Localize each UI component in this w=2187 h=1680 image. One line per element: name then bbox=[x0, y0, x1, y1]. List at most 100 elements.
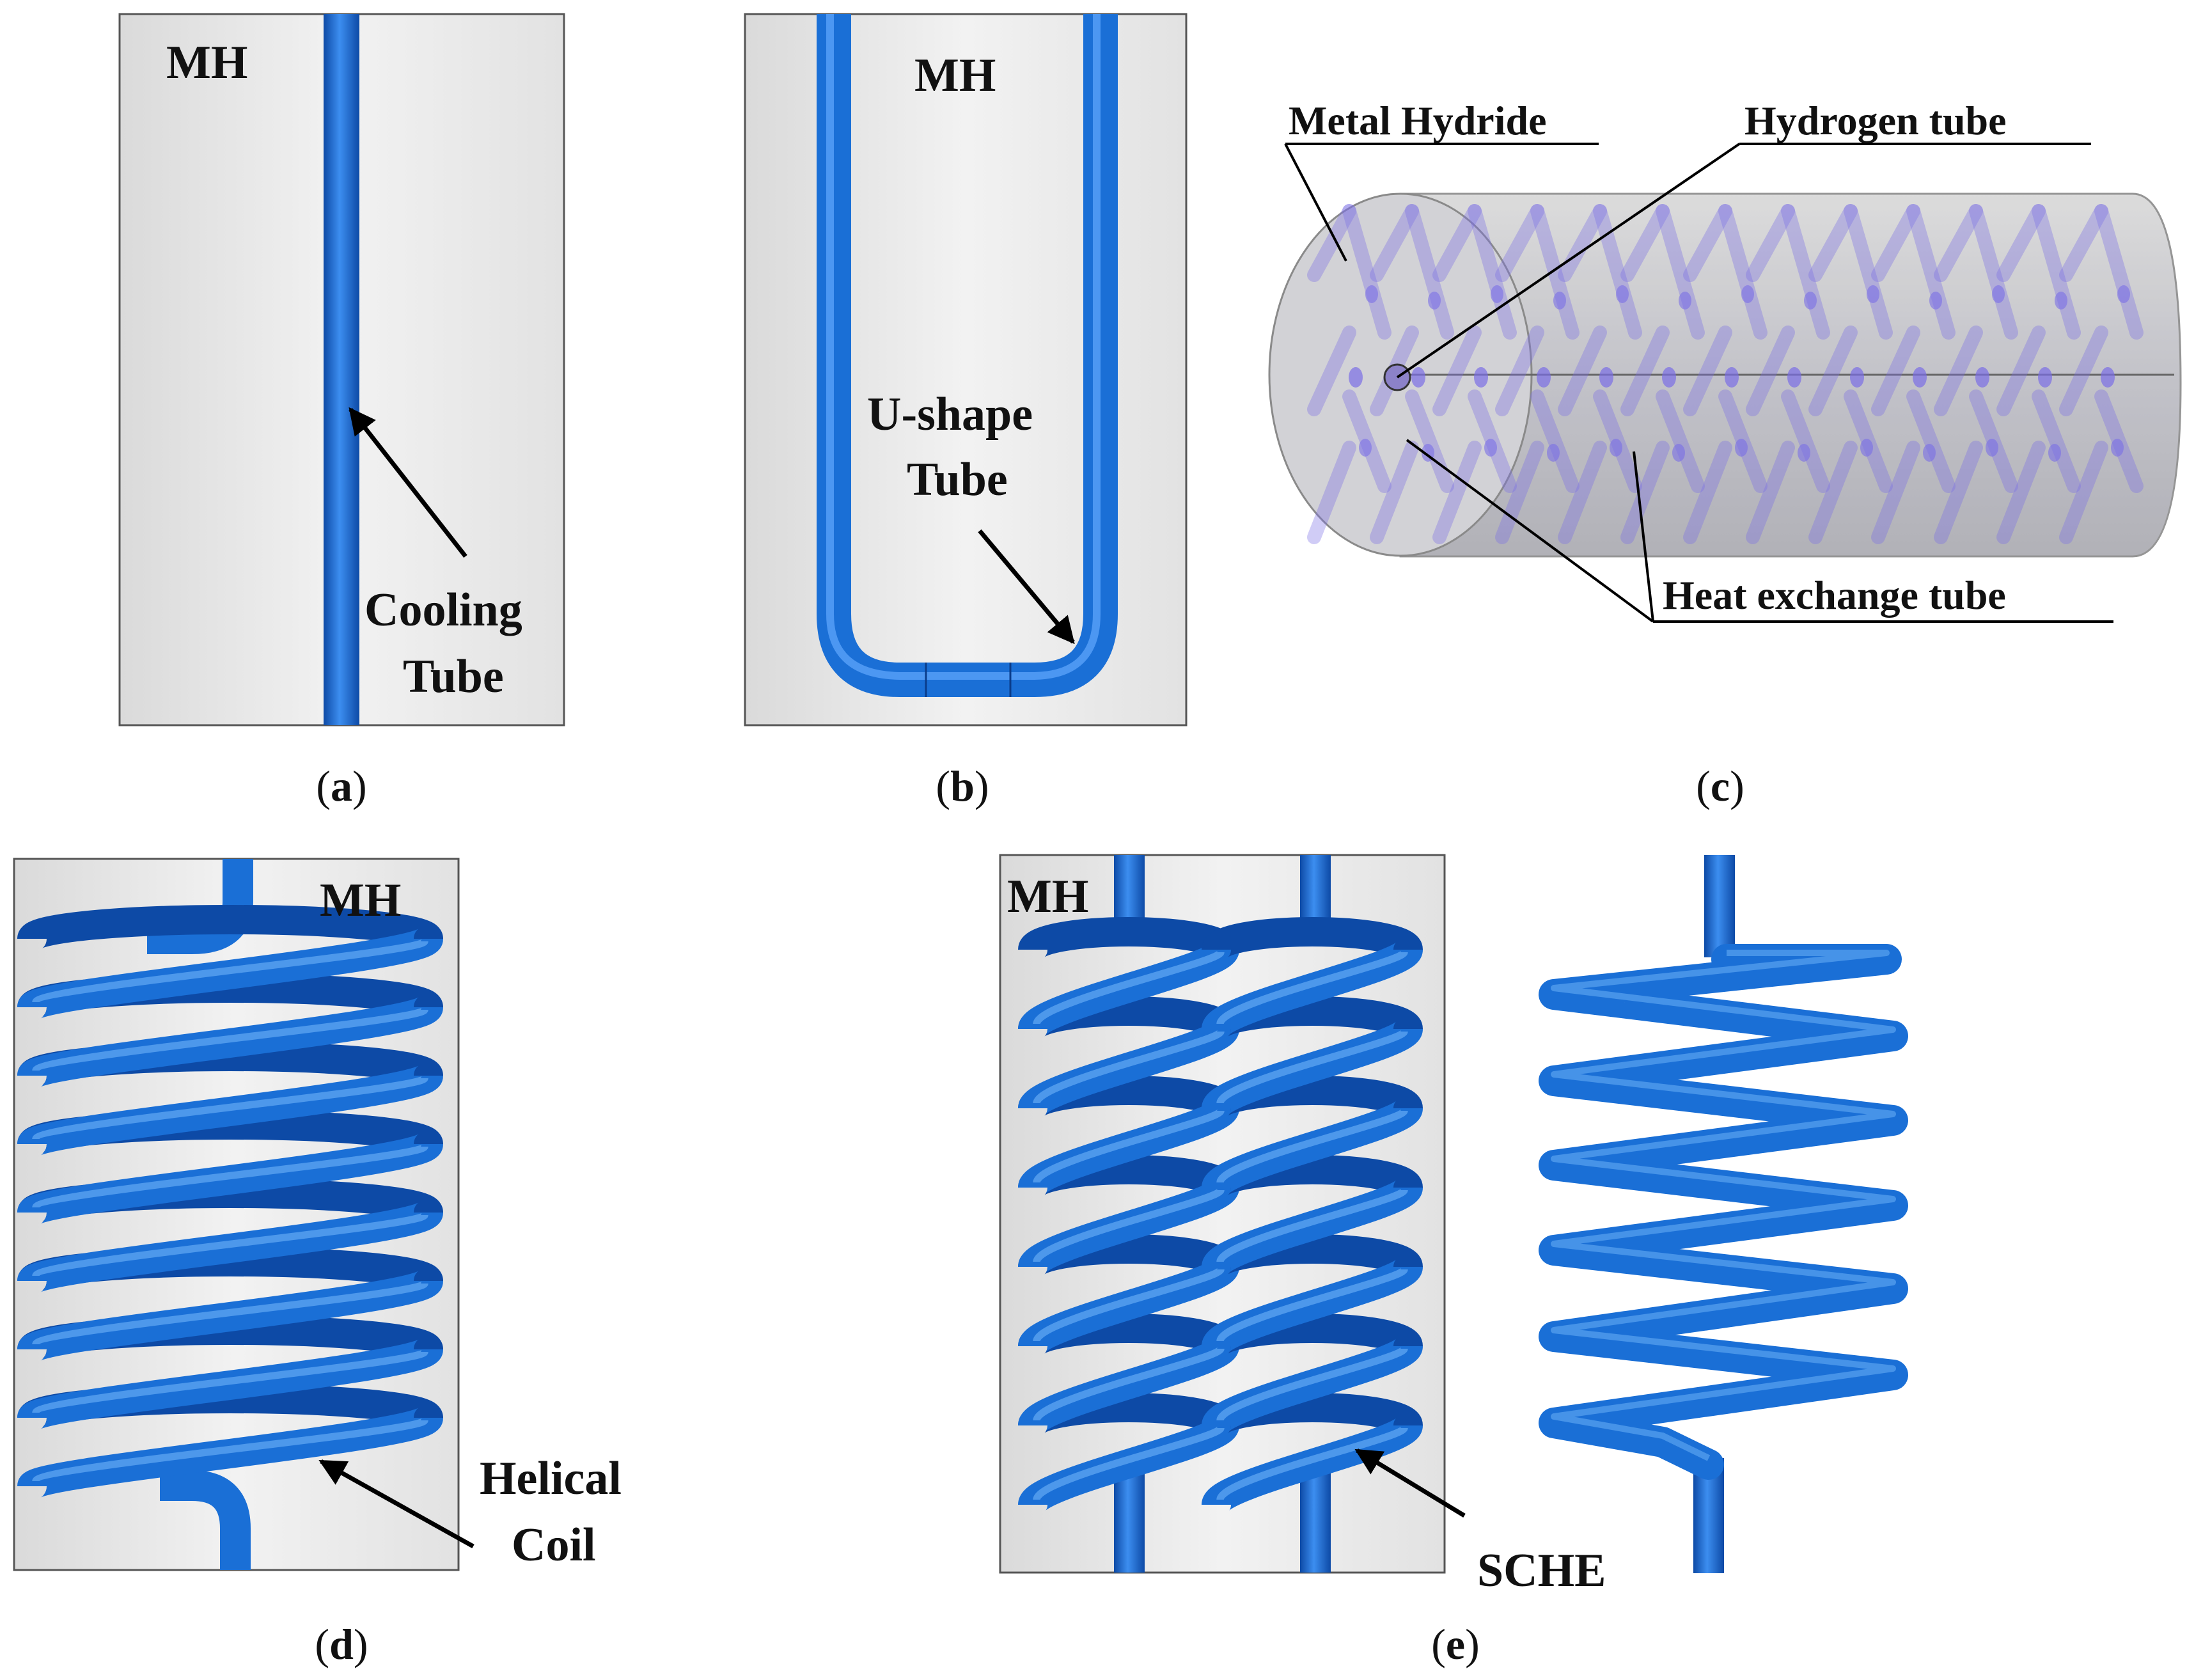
u-shape-tube-highlight bbox=[826, 14, 1101, 680]
heat-exchange-tube bbox=[1370, 204, 1419, 282]
tube-end bbox=[1850, 367, 1864, 388]
heat-exchange-tube-label: Heat exchange tube bbox=[1663, 572, 2006, 618]
coil-highlight bbox=[32, 938, 428, 1006]
callout-line-1: Cooling bbox=[364, 584, 522, 636]
heat-exchange-tube bbox=[1432, 204, 1482, 282]
heat-exchange-tube bbox=[1620, 204, 1670, 282]
tube-end bbox=[1537, 367, 1551, 388]
standalone-coil bbox=[1539, 944, 1908, 1480]
coil-highlight bbox=[32, 1074, 428, 1143]
heat-exchange-tube bbox=[1808, 441, 1858, 544]
heat-exchange-tube bbox=[1558, 441, 1607, 544]
mh-label: MH bbox=[320, 874, 401, 927]
heat-exchange-tube bbox=[1495, 326, 1544, 416]
callout-line-1: SCHE bbox=[1477, 1544, 1606, 1597]
tube-end bbox=[1359, 439, 1372, 457]
tube-end bbox=[1929, 292, 1942, 310]
coil-back-segment bbox=[1202, 917, 1423, 958]
coil-highlight bbox=[32, 1417, 428, 1485]
tube-end bbox=[1725, 367, 1739, 388]
callout-line-2: Tube bbox=[907, 453, 1008, 506]
metal-hydride-label: Metal Hydride bbox=[1289, 98, 1546, 143]
heat-exchange-tube bbox=[1530, 389, 1580, 493]
heat-exchange-tube bbox=[1808, 326, 1858, 416]
heat-exchange-tube bbox=[1432, 441, 1482, 544]
heat-exchange-tube bbox=[1558, 326, 1607, 416]
tube-end bbox=[1860, 439, 1873, 457]
tube-end bbox=[1610, 439, 1622, 457]
heat-exchange-tube bbox=[1996, 204, 2046, 282]
tube-end bbox=[2111, 439, 2124, 457]
tube-end bbox=[1365, 285, 1378, 303]
tube-end bbox=[1735, 439, 1748, 457]
tube-end bbox=[1428, 292, 1441, 310]
coil-2-outlet bbox=[1300, 1471, 1331, 1573]
heat-exchange-tube bbox=[1906, 389, 1956, 493]
heat-exchange-tube bbox=[1307, 204, 1356, 282]
panel-d: MH Helical Coil (d) bbox=[13, 858, 622, 1668]
heat-exchange-tube bbox=[1844, 204, 1893, 340]
coil-highlight bbox=[32, 1348, 428, 1417]
heat-exchange-tube bbox=[2059, 326, 2108, 416]
coil-highlight bbox=[1033, 1345, 1225, 1422]
tube-end bbox=[1553, 292, 1566, 310]
heat-exchange-tube bbox=[1746, 204, 1795, 282]
coil-highlight bbox=[32, 1211, 428, 1280]
standalone-coil-inlet bbox=[1704, 855, 1735, 957]
arrow-icon bbox=[349, 407, 467, 558]
tube-end bbox=[1411, 367, 1425, 388]
coil-highlight bbox=[1216, 948, 1408, 1026]
heat-exchange-tube bbox=[1871, 326, 1920, 416]
coil-back-segment bbox=[17, 905, 443, 949]
heat-exchange-tube bbox=[1342, 204, 1391, 340]
panel-a: MH Cooling Tube (a) bbox=[118, 13, 565, 810]
caption-a: (a) bbox=[316, 762, 366, 810]
tube-end bbox=[1741, 285, 1754, 303]
leader-line bbox=[1396, 143, 1741, 379]
heat-exchange-tube bbox=[1558, 204, 1607, 282]
heat-exchange-tube bbox=[1495, 441, 1544, 544]
caption-d: (d) bbox=[315, 1620, 368, 1668]
tube-end bbox=[1484, 439, 1497, 457]
heat-exchange-tube bbox=[1781, 389, 1830, 493]
heat-exchange-tube bbox=[1656, 204, 1705, 340]
coil-highlight bbox=[1033, 1266, 1225, 1343]
metal-hydride-box bbox=[744, 13, 1188, 726]
leader-line bbox=[1633, 451, 1654, 622]
caption-e: (e) bbox=[1431, 1620, 1480, 1668]
tube-end bbox=[1992, 285, 2005, 303]
heat-exchange-tube bbox=[1781, 204, 1830, 340]
coil-highlight bbox=[32, 1280, 428, 1348]
tube-end bbox=[1662, 367, 1676, 388]
coil-1-outlet bbox=[1114, 1471, 1145, 1573]
tube-end bbox=[1975, 367, 1989, 388]
callout-line-2: Coil bbox=[512, 1519, 596, 1571]
heat-exchange-tube bbox=[2059, 441, 2108, 544]
heat-exchange-tube bbox=[1906, 204, 1956, 340]
mh-label: MH bbox=[1007, 870, 1088, 923]
heat-exchange-tube bbox=[1620, 441, 1670, 544]
heat-exchange-tube bbox=[1620, 326, 1670, 416]
coil-outlet bbox=[160, 1470, 251, 1570]
callout-line-1: U-shape bbox=[867, 388, 1033, 441]
tube-end bbox=[1787, 367, 1801, 388]
caption-b: (b) bbox=[936, 762, 989, 810]
mh-label: MH bbox=[914, 49, 996, 102]
coil-highlight bbox=[1216, 1186, 1408, 1264]
zigzag-highlight bbox=[1551, 950, 1896, 1461]
coil-highlight bbox=[1033, 1028, 1225, 1105]
coil-highlight bbox=[1216, 1266, 1408, 1343]
tube-end bbox=[1491, 285, 1503, 303]
tube-end bbox=[1474, 367, 1488, 388]
heat-exchange-tube bbox=[1656, 389, 1705, 493]
tube-end bbox=[2117, 285, 2130, 303]
tube-end bbox=[2038, 367, 2052, 388]
heat-exchange-tube bbox=[1718, 204, 1768, 340]
coil-highlight bbox=[32, 1143, 428, 1211]
callout-line-1: Helical bbox=[480, 1452, 622, 1505]
heat-exchange-tube bbox=[2032, 389, 2081, 493]
scheme-coil-2 bbox=[1202, 917, 1423, 1512]
zigzag-tube bbox=[1539, 944, 1908, 1480]
leader-line bbox=[1406, 439, 1654, 623]
